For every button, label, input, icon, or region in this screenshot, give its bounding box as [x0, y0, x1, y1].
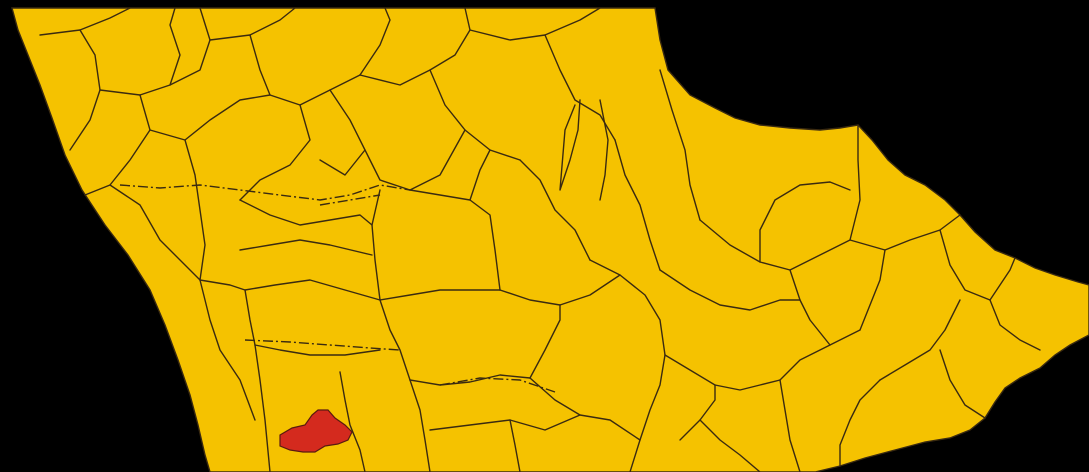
- district-borders: [119, 184, 556, 393]
- municipal-borders: [39, 7, 1041, 472]
- highlighted-municipality: [279, 409, 353, 453]
- province-land-area: [11, 7, 1089, 472]
